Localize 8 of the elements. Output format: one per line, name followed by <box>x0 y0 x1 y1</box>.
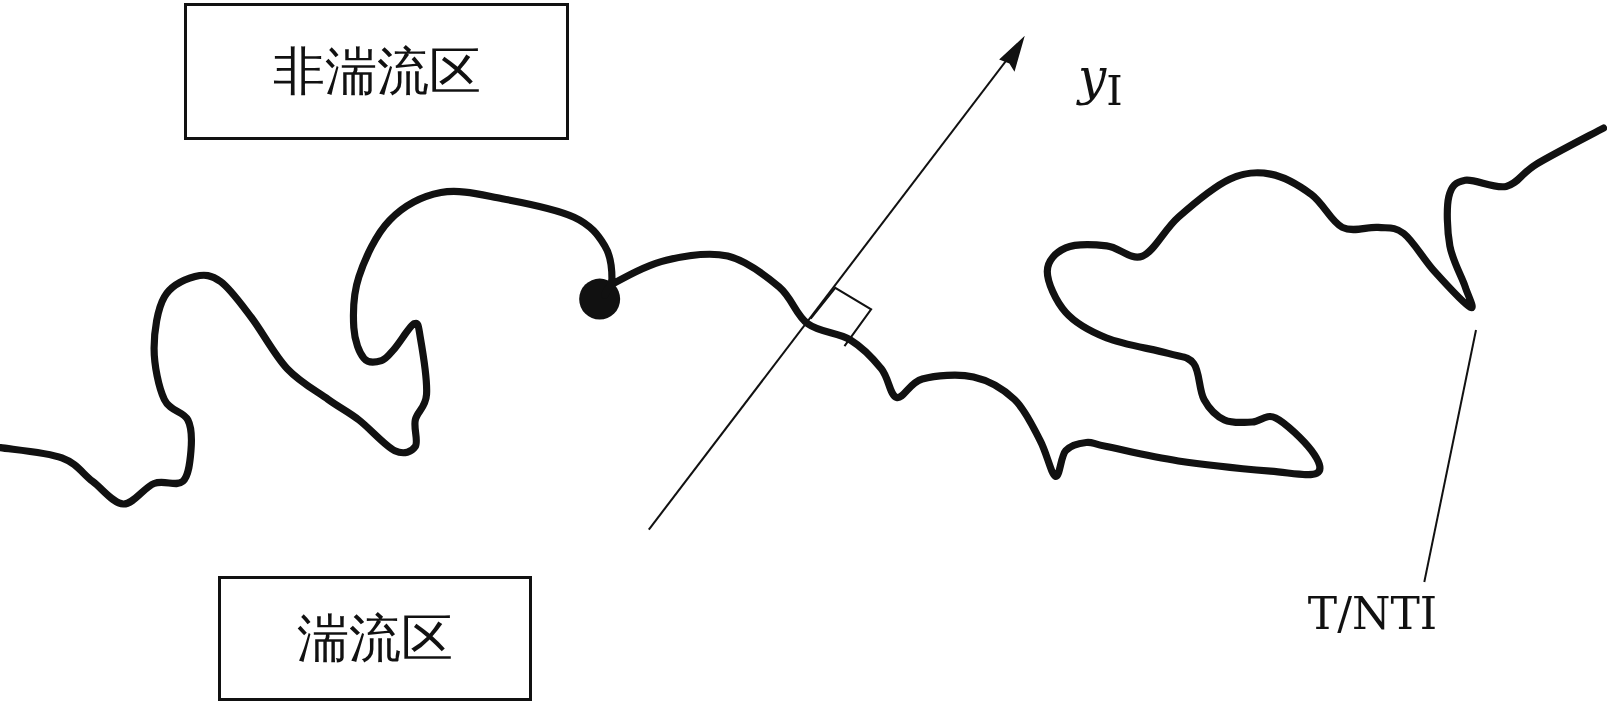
region-label: 湍流区 <box>297 606 453 670</box>
axis-label: y$_{I}$ <box>1078 48 1123 115</box>
region-box <box>184 3 569 140</box>
leader-line <box>1423 329 1477 583</box>
region-label: 非湍流区 <box>272 39 481 103</box>
region-box <box>218 576 532 701</box>
interface-curve <box>0 124 1607 508</box>
interface-label: T/NTI <box>1307 587 1438 639</box>
